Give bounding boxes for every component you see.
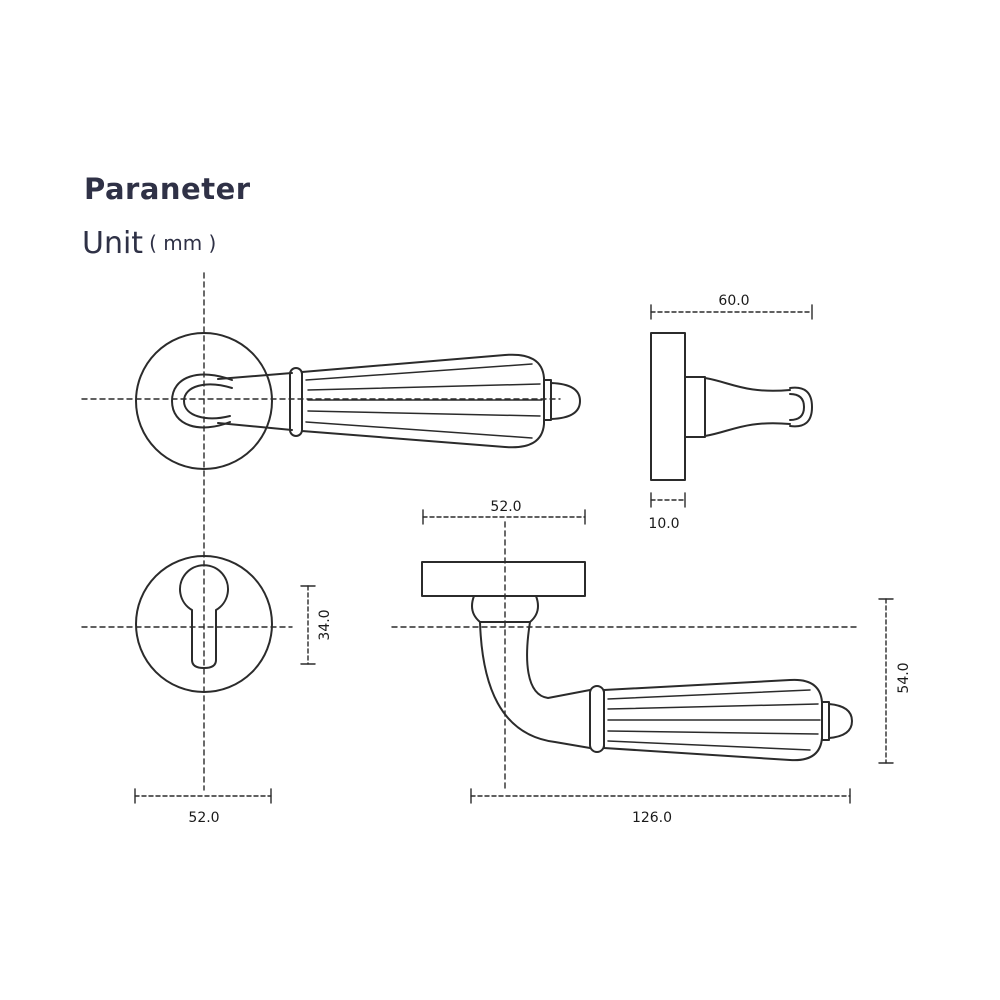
dim-top-rose-diameter: 52.0 [490, 499, 521, 515]
side-rose-plate [650, 332, 686, 481]
dim-escutcheon-diameter: 52.0 [188, 810, 219, 826]
page-title: Paraneter [84, 172, 251, 206]
dim-side-width: 60.0 [718, 293, 749, 309]
front-neck [171, 373, 233, 429]
top-knob [828, 703, 853, 739]
dimension-lines [134, 304, 894, 804]
dim-rose-thickness: 10.0 [648, 516, 679, 532]
dim-lever-length: 126.0 [632, 810, 672, 826]
dim-projection-height: 54.0 [896, 662, 912, 693]
front-knob [550, 382, 581, 420]
escutcheon-plate [135, 555, 273, 693]
top-view-lever [391, 521, 859, 791]
unit-label: Unit( mm ) [82, 226, 216, 261]
front-grip [301, 353, 545, 449]
side-lever-profile [704, 377, 791, 437]
top-rose-plate [421, 561, 586, 597]
unit-text: Unit [82, 226, 144, 261]
keyhole [179, 564, 229, 669]
top-neck [471, 595, 539, 623]
top-arm [479, 621, 591, 749]
unit-value: ( mm ) [149, 231, 217, 255]
top-ring [589, 685, 605, 753]
side-view-lever [650, 332, 813, 481]
dim-escutcheon-height: 34.0 [317, 609, 333, 640]
front-view-lever [81, 272, 581, 791]
escutcheon-view [81, 555, 293, 693]
front-rose [135, 332, 273, 470]
front-ring [289, 367, 303, 437]
